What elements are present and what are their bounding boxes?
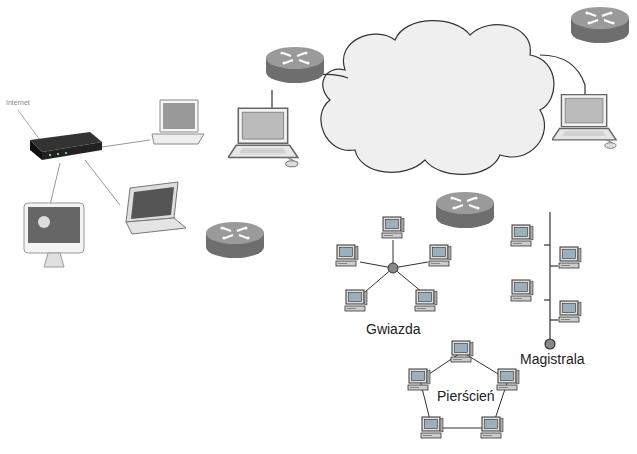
imac xyxy=(24,203,84,267)
laptop xyxy=(152,100,204,144)
router-icon xyxy=(436,192,494,228)
home-network xyxy=(18,100,204,267)
router-icon xyxy=(266,47,324,83)
topology-label: Gwiazda xyxy=(366,322,420,337)
topology-label: Magistrala xyxy=(520,352,585,367)
wan xyxy=(228,7,629,174)
star-topology xyxy=(360,240,428,292)
laptop-icon xyxy=(228,108,298,167)
laptop-icon xyxy=(552,95,616,149)
bus-topology xyxy=(544,212,558,349)
wireless-router xyxy=(30,132,102,160)
router-icon xyxy=(571,7,629,43)
internet-label: Internet xyxy=(6,99,30,107)
ring-computers xyxy=(408,341,519,438)
router-icon xyxy=(206,222,264,258)
topology-label: Pierścień xyxy=(437,389,495,404)
laptop xyxy=(126,182,186,234)
star-computers xyxy=(336,217,451,311)
bus-computers xyxy=(511,225,581,322)
